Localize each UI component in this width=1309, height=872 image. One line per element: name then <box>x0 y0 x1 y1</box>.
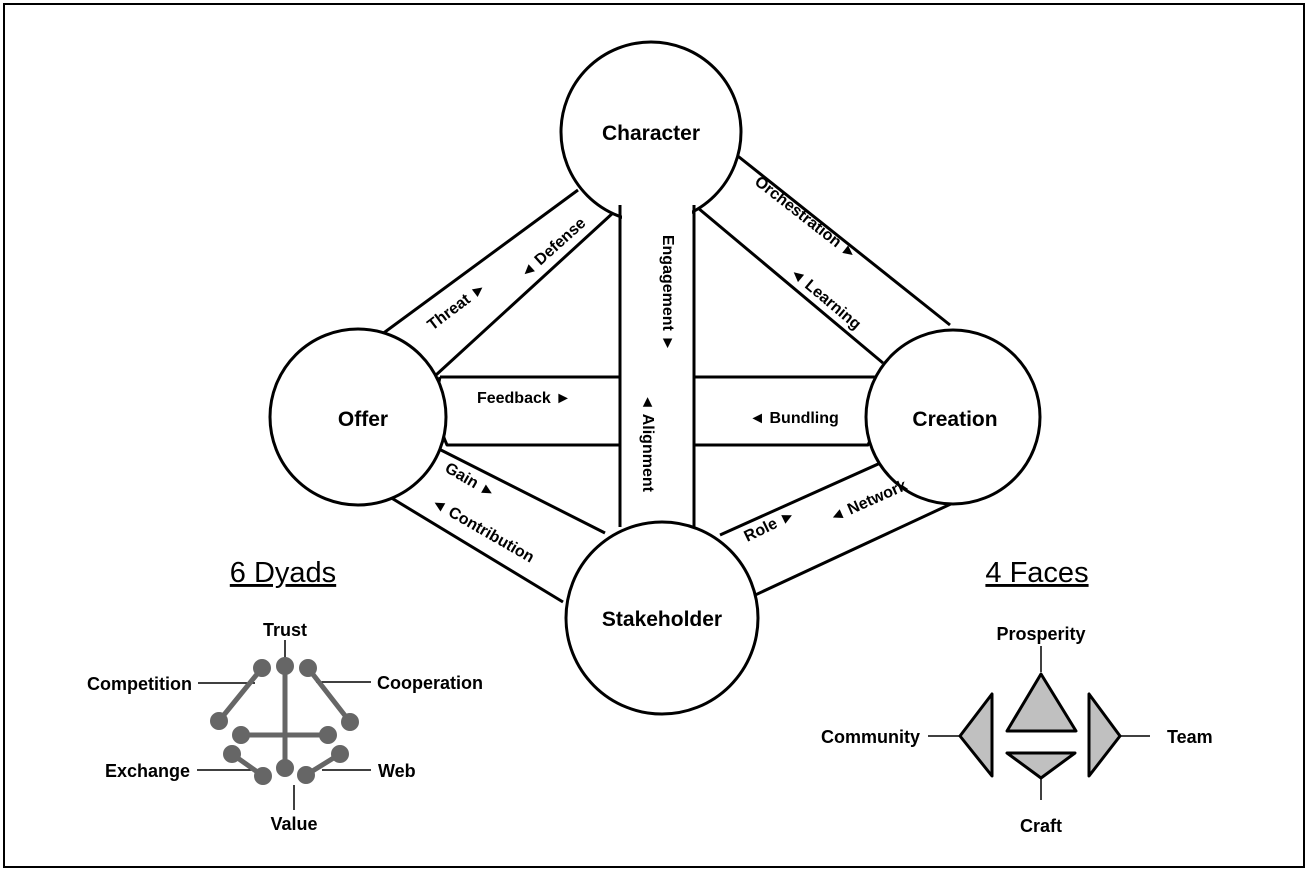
node-offer-label: Offer <box>338 408 388 431</box>
dyad-node <box>331 745 349 763</box>
face-craft-label: Craft <box>1020 816 1062 836</box>
dyad-node <box>210 712 228 730</box>
dyad-node <box>223 745 241 763</box>
band-network-edge <box>737 494 969 605</box>
node-stakeholder-circle <box>564 520 760 716</box>
face-team-triangle <box>1087 692 1122 778</box>
band-contribution-edge <box>369 483 564 604</box>
band-threat-edge <box>369 188 579 345</box>
dyad-node <box>276 657 294 675</box>
band-defense-edge <box>434 210 616 377</box>
band-learning-edge <box>697 206 884 365</box>
face-craft-triangle <box>1005 751 1077 780</box>
character-band-mask <box>622 195 692 225</box>
dyad-trust-label: Trust <box>263 620 307 640</box>
dyad-value-label: Value <box>270 814 317 834</box>
dyad-cooperation-label: Cooperation <box>377 673 483 693</box>
dyad-node <box>341 713 359 731</box>
face-community-triangle <box>958 692 994 778</box>
dyad-exchange-label: Exchange <box>105 761 190 781</box>
node-character-label: Character <box>602 122 700 145</box>
band-gain-edge <box>432 444 606 535</box>
band-orchestration-edge <box>733 151 951 327</box>
dyad-competition-label: Competition <box>87 674 192 694</box>
dyad-competition-link <box>216 665 265 724</box>
dyad-node <box>276 759 294 777</box>
faces-heading: 4 Faces <box>985 557 1088 589</box>
face-prosperity-label: Prosperity <box>996 624 1085 644</box>
dyad-node <box>297 766 315 784</box>
link-bundling-label: ◄ Bundling <box>749 410 839 427</box>
dyads-heading: 6 Dyads <box>230 557 336 589</box>
dyad-cooperation-link <box>305 665 353 725</box>
dyad-web-label: Web <box>378 761 416 781</box>
face-prosperity-triangle <box>1005 672 1078 733</box>
node-stakeholder-label: Stakeholder <box>602 608 722 631</box>
node-creation-label: Creation <box>912 408 997 431</box>
dyad-node <box>299 659 317 677</box>
face-team-label: Team <box>1167 727 1213 747</box>
link-feedback-label: Feedback ► <box>477 390 571 407</box>
link-engagement-label: Engagement ► <box>659 235 676 351</box>
node-offer-circle <box>268 327 448 507</box>
dyad-node <box>254 767 272 785</box>
link-alignment-label: ◄ Alignment <box>639 394 656 493</box>
face-community-label: Community <box>821 727 920 747</box>
dyad-node <box>232 726 250 744</box>
dyad-node <box>319 726 337 744</box>
node-creation-circle <box>864 328 1042 506</box>
dyad-node <box>253 659 271 677</box>
